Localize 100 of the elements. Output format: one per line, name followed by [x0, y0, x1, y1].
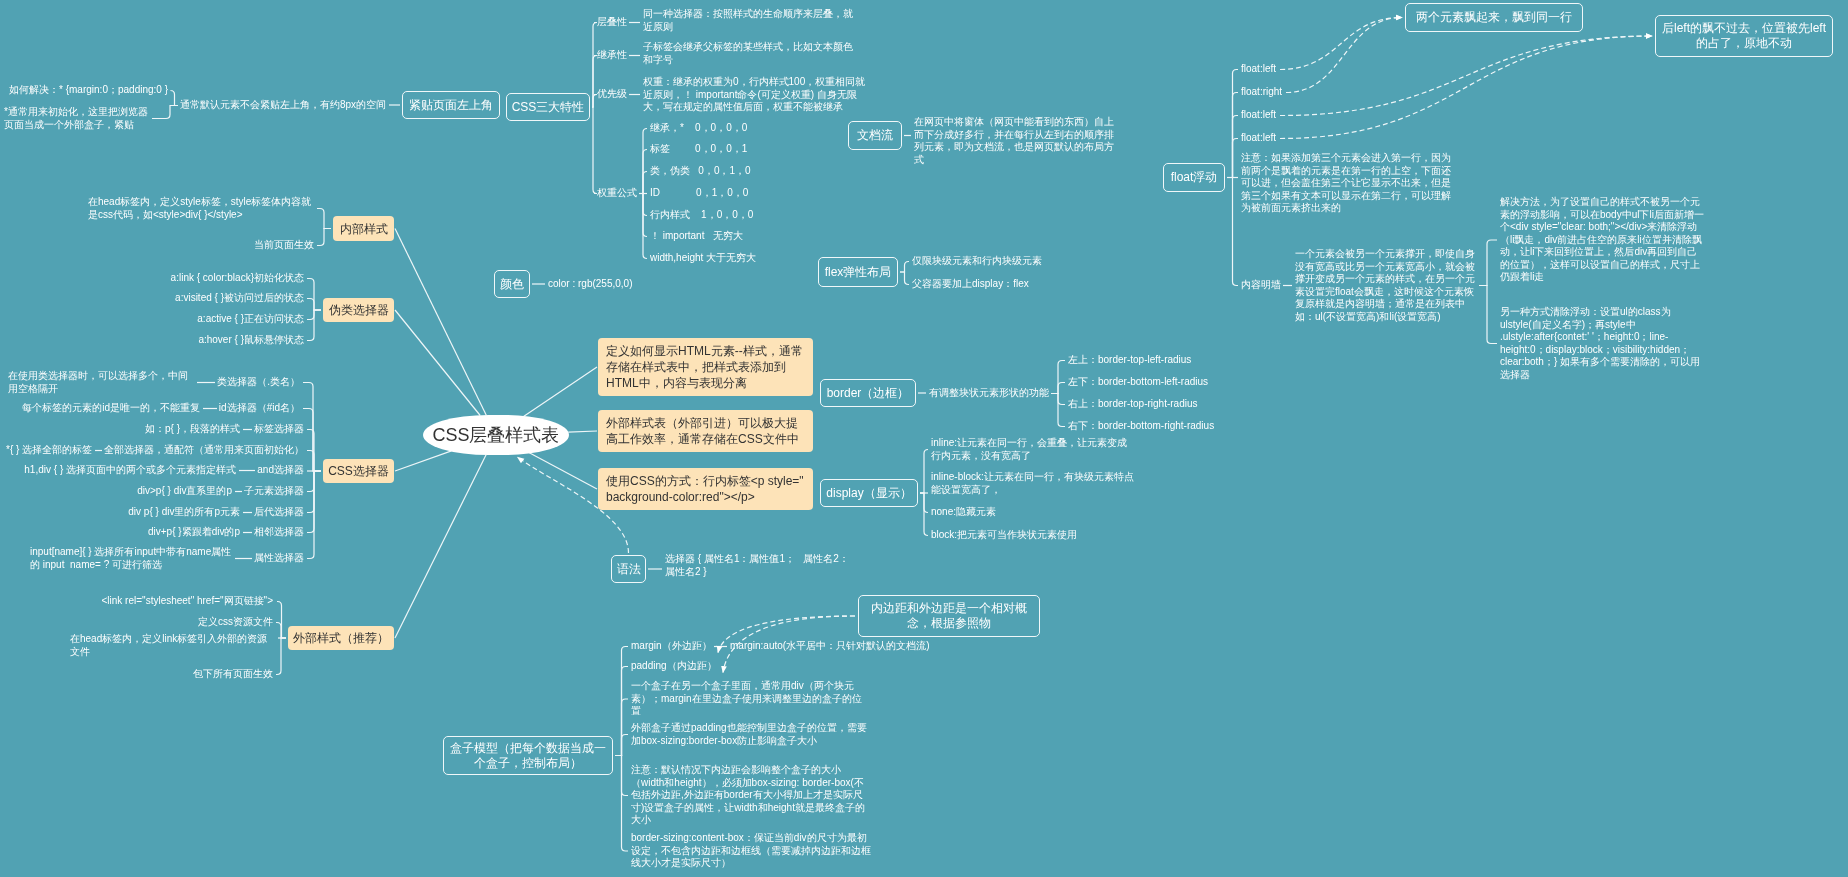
note-text: 一个元素会被另一个元素撑开，即使自身没有宽高或比另一个元素宽高小，就会被撑开变成另一个元素的样式，在另一个元素设置完float会飘走，这时候这个元素恢复原样就是内容明墙；通常是在列表中如：ul(不设置宽高)和li(设置宽高)	[1295, 248, 1477, 323]
dashed-arrow	[1279, 33, 1653, 140]
note-text: 在head标签内，定义style标签，style标签体内容就是css代码，如<style>div{ }</style>	[88, 196, 314, 221]
note-text: width,height 大于无穷大	[650, 252, 757, 265]
branch-line	[628, 54, 641, 57]
note-text: 注意：默认情况下内边距会影响整个盒子的大小（width和height），必须加box-sizing: border-box(不包括外边距,外边距有border有大小得加上才是实际尺寸)设置盒子的属性，让width和height就是最终盒子的大小	[631, 764, 871, 827]
topic-box: 颜色	[494, 270, 530, 298]
topic-box: 两个元素飘起来，飘到同一行	[1405, 3, 1583, 32]
note-text: 当前页面生效	[254, 239, 314, 252]
note-text: 内容明墙	[1241, 279, 1281, 292]
note-text: 相邻选择器	[254, 526, 304, 539]
note-text: inline-block:让元素在同一行，有块级元素特点能设置宽高了，	[931, 471, 1143, 496]
note-text: float:left	[1241, 109, 1277, 122]
note-text: 左下：border-bottom-left-radius	[1068, 376, 1209, 389]
branch-line	[531, 283, 546, 285]
branch-line	[196, 381, 216, 384]
note-text: 右上：border-top-right-radius	[1068, 398, 1198, 411]
branch-line	[94, 449, 103, 452]
branch-line	[628, 21, 641, 24]
branch-line	[388, 104, 401, 106]
dashed-arrow	[1285, 15, 1403, 94]
note-text: float:left	[1241, 132, 1277, 145]
note-text: a:hover { }鼠标悬停状态	[198, 334, 304, 347]
note-text: and选择器	[257, 464, 304, 477]
note-text: float:right	[1241, 86, 1283, 99]
note-text: div+p{ }紧跟着div的p	[148, 526, 240, 539]
branch-line	[394, 454, 487, 639]
topic-box: float浮动	[1163, 163, 1225, 192]
note-text: 权重：继承的权重为0，行内样式100，权重相同就近原则，！ important命令(可定义权重) 自身无限大，写在规定的属性值后面，权重不能被继承	[643, 76, 875, 114]
topic-box: border（边框）	[820, 379, 916, 407]
note-text: 另一种方式清除浮动：设置ul的class为ulstyle(自定义名字)；再style中 .ulstyle:after{contet:' '；height:0；line-height:0；display:block；visibility:hidden；clear:both；} 如果有多个需要清除的，可以用选择器	[1500, 306, 1705, 381]
branch-line	[275, 637, 287, 676]
branch-line	[903, 134, 912, 137]
note-text: 通常默认元素不会紧贴左上角，有约8px的空间	[180, 99, 387, 112]
note-text: 如何解决：* {margin:0；padding:0 }	[9, 84, 168, 97]
note-text: 子元素选择器	[244, 485, 304, 498]
note-text: 解决方法，为了设置自己的样式不被另一个元素的浮动影响，可以在body中ul下li后面新增一个<div style="clear: both;"></div>来清除浮动（li飘走，div前进占住空的原来li位置并清除飘动，让li下来回到位置上，然后div再回到自己的位置），这样可以设置自己的样式，尺寸上仍跟着li走	[1500, 196, 1705, 284]
branch-line	[306, 470, 322, 560]
topic-box: CSS选择器	[323, 459, 394, 483]
topic-box: 后left的飘不过去，位置被先left的占了，原地不动	[1655, 15, 1833, 57]
note-text: 选择器 { 属性名1：属性值1； 属性名2：属性名2 }	[665, 553, 855, 578]
note-text: color : rgb(255,0,0)	[548, 278, 633, 291]
branch-line	[638, 192, 648, 260]
topic-box: 语法	[611, 555, 646, 583]
topic-box: 外部样式（推荐）	[288, 626, 394, 650]
note-text: ID 0，1，0，0	[650, 187, 749, 200]
note-text: float:left	[1241, 63, 1277, 76]
branch-line	[591, 106, 598, 195]
branch-line	[1282, 284, 1293, 287]
branch-line	[242, 428, 253, 431]
note-text: margin:auto(水平居中：只针对默认的文档流)	[730, 640, 930, 653]
note-text: 子标签会继承父标签的某些样式，比如文本颜色和字号	[643, 41, 853, 66]
note-text: 标签 0，0，0，1	[650, 143, 748, 156]
note-text: input[name]{ } 选择所有input中带有name属性的 input name= ? 可进行筛选	[30, 546, 232, 571]
branch-line	[234, 490, 243, 493]
note-text: a:active { }正在访问状态	[197, 313, 304, 326]
note-text: <link rel="stylesheet" href="网页链接">	[101, 595, 273, 608]
note-text: 继承性	[597, 49, 627, 62]
note-text: 包下所有页面生效	[193, 668, 273, 681]
branch-line	[151, 104, 179, 120]
note-text: a:visited { }被访问过后的状态	[175, 292, 304, 305]
note-text: ！ important 无穷大	[650, 230, 743, 243]
note-text: 层叠性	[597, 16, 627, 29]
note-text: 行内样式 1，0，0，0	[650, 209, 754, 222]
note-text: 继承，* 0，0，0，0	[650, 122, 748, 135]
branch-line	[306, 309, 322, 342]
branch-line	[567, 430, 598, 433]
note-text: 类选择器（.类名）	[217, 376, 300, 389]
note-text: none:隐藏元素	[931, 506, 997, 519]
central-topic: CSS层叠样式表	[423, 415, 569, 455]
note-text: 有调整块状元素形状的功能	[929, 387, 1049, 400]
topic-box: 内部样式	[333, 216, 394, 241]
branch-line	[1050, 392, 1066, 428]
branch-line	[242, 511, 253, 514]
branch-line	[899, 271, 910, 286]
note-text: 全部选择器，通配符（通常用来页面初始化）	[104, 444, 304, 457]
note-text: 后代选择器	[254, 506, 304, 519]
topic-box: flex弹性布局	[818, 257, 898, 287]
branch-line	[628, 93, 641, 96]
note-text: a:link { color:black}初始化状态	[170, 272, 304, 285]
note-text: 优先级	[597, 88, 627, 101]
note-text: 同一种选择器：按照样式的生命顺序来层叠，就近原则	[643, 8, 853, 33]
note-text: div>p{ } div直系里的p	[137, 485, 232, 498]
note-text: 权重公式	[597, 187, 637, 200]
note-text: padding（内边距）	[631, 660, 717, 673]
topic-box: 伪类选择器	[323, 298, 394, 322]
note-box: 使用CSS的方式：行内标签<p style=" background-color:red"></p>	[598, 468, 813, 510]
topic-box: 内边距和外边距是一个相对概念，根据参照物	[858, 595, 1040, 637]
note-text: 属性选择器	[254, 552, 304, 565]
note-text: 类，伪类 0，0，1，0	[650, 165, 751, 178]
branch-line	[234, 557, 253, 560]
note-text: block:把元素可当作块状元素使用	[931, 529, 1078, 542]
note-text: h1,div { } 选择页面中的两个或多个元素指定样式	[24, 464, 236, 477]
branch-line	[394, 227, 487, 416]
note-text: 仅限块级元素和行内块级元素	[912, 255, 1042, 268]
branch-line	[238, 469, 256, 472]
note-text: *{ } 选择全部的标签	[6, 444, 93, 457]
branch-line	[917, 392, 927, 394]
note-box: 定义如何显示HTML元素--样式，通常存储在样式表中，把样式表添加到HTML中，内容与表现分离	[598, 338, 813, 396]
branch-line	[202, 407, 218, 410]
